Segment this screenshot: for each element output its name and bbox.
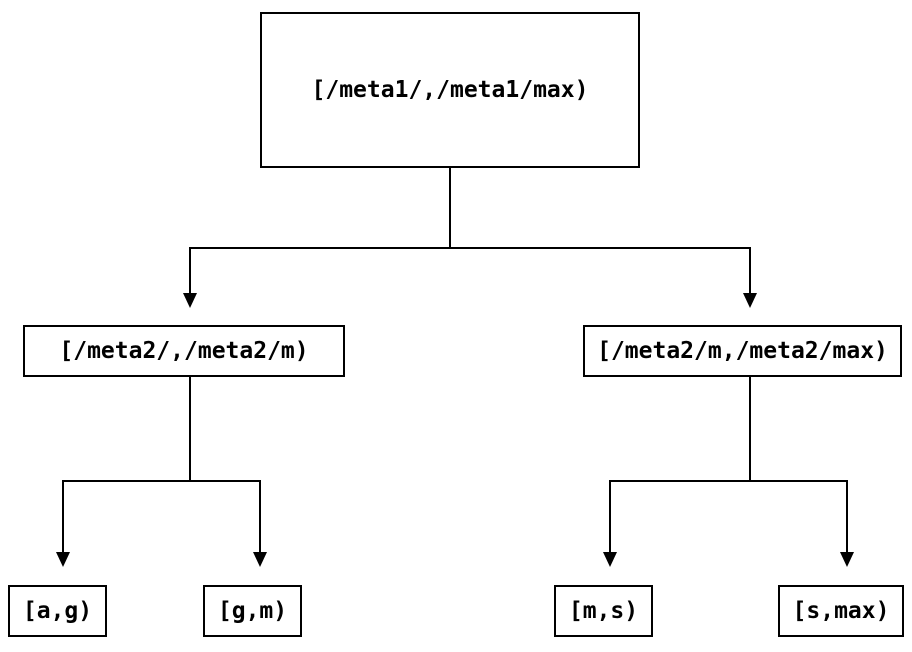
node-root-label: [/meta1/,/meta1/max) bbox=[311, 77, 589, 103]
node-root: [/meta1/,/meta1/max) bbox=[260, 12, 640, 168]
node-left-child-label: [/meta2/,/meta2/m) bbox=[59, 338, 309, 364]
arrow-down-leaf-gm-icon bbox=[253, 552, 267, 567]
node-leaf-smax-label: [s,max) bbox=[792, 598, 890, 624]
node-leaf-ag-label: [a,g) bbox=[22, 598, 93, 624]
arrow-down-leaf-smax-icon bbox=[840, 552, 854, 567]
node-leaf-ag: [a,g) bbox=[8, 585, 107, 637]
arrow-down-leaf-ms-icon bbox=[603, 552, 617, 567]
node-leaf-gm: [g,m) bbox=[203, 585, 302, 637]
arrow-down-right-child-icon bbox=[743, 293, 757, 308]
node-leaf-ms-label: [m,s) bbox=[568, 598, 639, 624]
node-leaf-gm-label: [g,m) bbox=[217, 598, 288, 624]
node-leaf-ms: [m,s) bbox=[554, 585, 653, 637]
node-leaf-smax: [s,max) bbox=[778, 585, 904, 637]
node-left-child: [/meta2/,/meta2/m) bbox=[23, 325, 345, 377]
arrow-down-left-child-icon bbox=[183, 293, 197, 308]
node-right-child: [/meta2/m,/meta2/max) bbox=[583, 325, 902, 377]
arrow-down-leaf-ag-icon bbox=[56, 552, 70, 567]
node-right-child-label: [/meta2/m,/meta2/max) bbox=[597, 338, 888, 364]
